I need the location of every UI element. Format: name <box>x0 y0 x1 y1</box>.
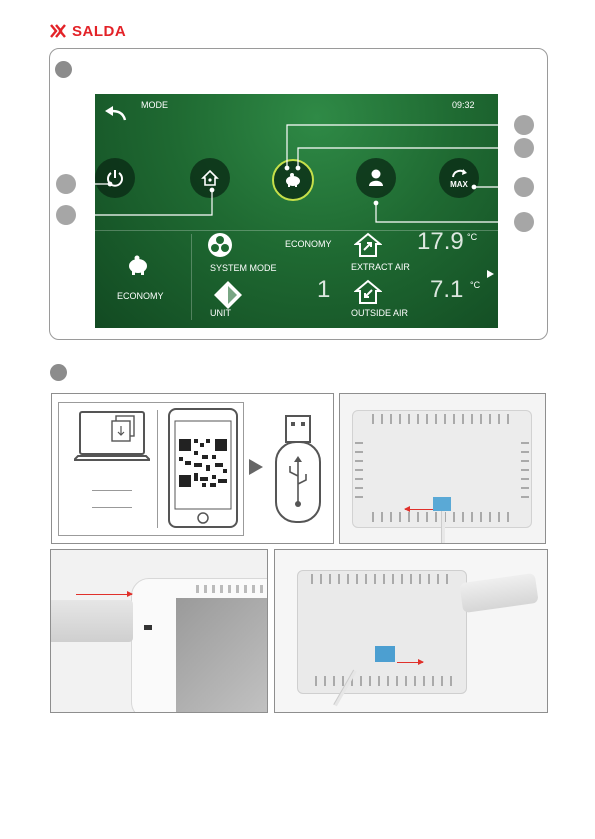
usb-stick-attached <box>459 573 538 613</box>
play-arrow-icon <box>249 459 263 475</box>
cable <box>441 511 445 543</box>
unit-back-usb-photo <box>274 549 548 713</box>
usb-stick <box>51 600 133 642</box>
vent-left <box>355 442 363 502</box>
smartphone-icon <box>167 407 239 529</box>
device-screen <box>176 598 268 713</box>
step-marker-2 <box>50 364 67 381</box>
direction-arrow <box>405 509 433 510</box>
usb-insert-photo <box>50 549 268 713</box>
side-vents <box>196 585 266 593</box>
vent-right <box>521 442 529 502</box>
usb-port <box>144 625 152 630</box>
connector-block <box>433 497 451 511</box>
insert-arrow <box>76 594 132 595</box>
vent-top <box>372 414 512 424</box>
laptop-icon <box>74 410 150 464</box>
vent-row-bottom <box>315 676 455 686</box>
laptop-caption-line-1 <box>92 490 132 491</box>
unit-back-photo <box>339 393 546 544</box>
connector-blue <box>375 646 395 662</box>
update-methods-box <box>51 393 334 544</box>
usb-stick-icon <box>272 414 324 526</box>
vent-row-top <box>311 574 451 584</box>
remove-arrow <box>397 662 423 663</box>
inner-divider <box>157 410 158 528</box>
laptop-caption-line-2 <box>92 507 132 508</box>
